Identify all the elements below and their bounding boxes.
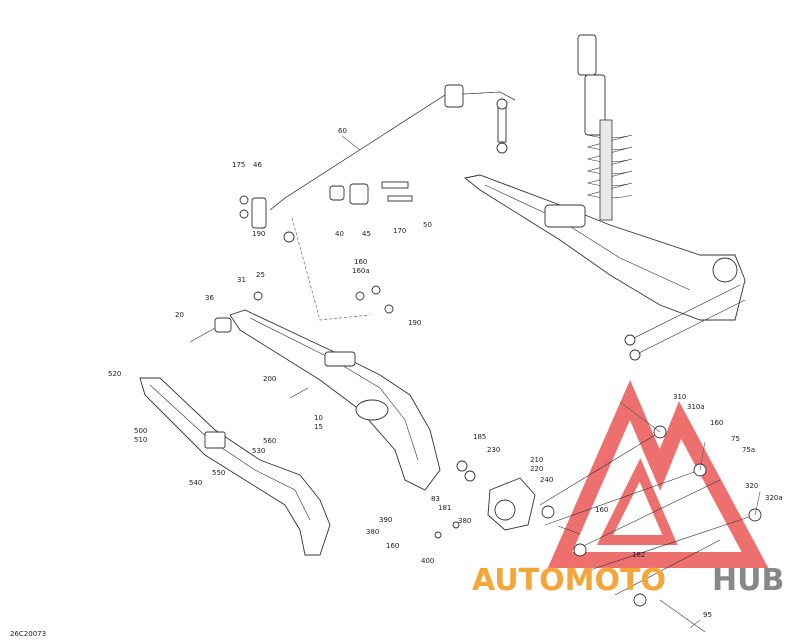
callout-31: 31 [237,276,246,284]
knuckle-hub [456,460,536,531]
callout-190-mid: 190 [408,319,421,327]
callout-190-top: 190 [252,230,265,238]
callout-175: 175 [232,161,245,169]
callout-320: 320 [745,482,758,490]
frame-rail-left [139,377,331,556]
callout-75: 75 [731,435,740,443]
upper-links [624,284,746,361]
callout-210: 210 [530,456,543,464]
callout-15: 15 [314,423,323,431]
callout-20: 20 [175,311,184,319]
callout-320a: 320a [765,494,783,502]
callout-510: 510 [134,436,147,444]
callout-360: 160 [386,542,399,550]
callout-540: 540 [189,479,202,487]
callout-530: 530 [252,447,265,455]
callout-95: 95 [703,611,712,619]
sway-bar [269,84,516,211]
callout-160-link: 160 [595,506,608,514]
callout-380-left: 380 [366,528,379,536]
watermark-text-a: AUTOMOTO [472,563,666,598]
callout-160-right: 160 [710,419,723,427]
callout-160a-top: 160a [352,267,370,275]
callout-310a: 310a [687,403,705,411]
leader-lines [291,135,761,629]
callout-400: 400 [421,557,434,565]
callout-labels: 60 175 46 40 45 170 50 190 160 160a 31 2… [10,127,783,638]
callout-160-top: 160 [354,258,367,266]
shock-absorber [577,34,633,221]
callout-520: 520 [108,370,121,378]
callout-45: 45 [362,230,371,238]
callout-380-right: 380 [458,517,471,525]
callout-40: 40 [335,230,344,238]
callout-50: 50 [423,221,432,229]
callout-310: 310 [673,393,686,401]
callout-83: 83 [431,495,440,503]
callout-25: 25 [256,271,265,279]
callout-185: 185 [473,433,486,441]
callout-200: 200 [263,375,276,383]
figure-code: 26C20073 [10,630,46,638]
sway-bar-brackets [239,181,413,243]
callout-36: 36 [205,294,214,302]
callout-500: 500 [134,427,147,435]
lower-links [539,425,762,633]
callout-75a: 75a [742,446,755,454]
watermark-text: AUTOMOTO HUB [472,563,784,598]
callout-182: 182 [632,551,645,559]
callout-60: 60 [338,127,347,135]
callout-181: 181 [438,504,451,512]
callout-560: 560 [263,437,276,445]
callout-170: 170 [393,227,406,235]
callout-240: 240 [540,476,553,484]
trailing-arm-upper [463,174,746,321]
watermark-logo [547,379,769,568]
callout-220: 220 [530,465,543,473]
callout-230: 230 [487,446,500,454]
callout-10: 10 [314,414,323,422]
callout-46: 46 [253,161,262,169]
callout-390: 390 [379,516,392,524]
trailing-arm-middle [214,309,441,491]
watermark-text-b: HUB [712,563,784,598]
callout-550: 550 [212,469,225,477]
misc-bolts [189,285,581,539]
